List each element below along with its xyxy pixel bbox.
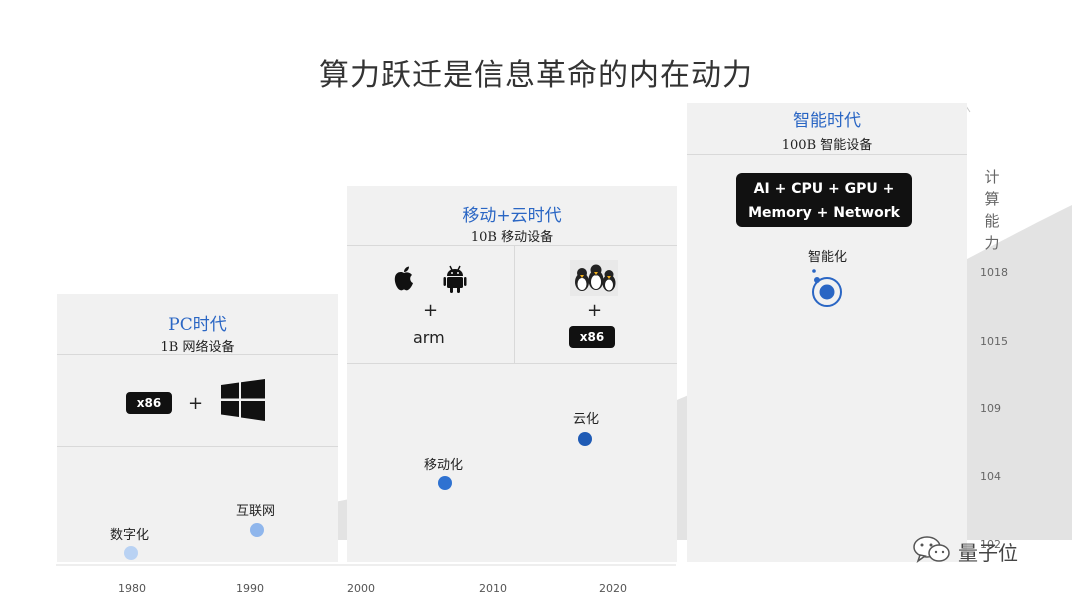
- wechat-logo-icon: [912, 534, 952, 570]
- divider: [347, 245, 677, 246]
- era-devices: 10B 移动设备: [470, 230, 554, 245]
- stage-dot-cloud: [578, 432, 592, 446]
- windows-logo-icon: [221, 379, 265, 425]
- stage-label-digitization: 数字化: [110, 528, 150, 543]
- intelligent-era-panel: 智能时代 100B 智能设备 AI + CPU + GPU + Memory +…: [687, 103, 967, 562]
- divider: [514, 245, 515, 363]
- x86-badge: x86: [569, 326, 615, 348]
- y-axis-label: 计算能力: [984, 168, 1000, 252]
- era-title: 智能时代: [793, 111, 861, 131]
- x86-badge: x86: [126, 392, 172, 414]
- y-tick: 109: [980, 402, 1001, 415]
- arm-label: arm: [413, 328, 445, 347]
- stage-dot-digitization: [124, 546, 138, 560]
- android-logo-icon: [443, 265, 467, 297]
- stage-dot-mobile: [438, 476, 452, 490]
- stage-label-cloud: 云化: [573, 412, 600, 427]
- year-label: 2020: [599, 582, 627, 595]
- stage-label-mobile: 移动化: [424, 458, 464, 473]
- intelligence-orbit-icon: [808, 268, 846, 314]
- linux-penguins-icon: [570, 260, 618, 300]
- stage-label-internet: 互联网: [236, 504, 276, 519]
- y-tick: 1015: [980, 335, 1008, 348]
- divider: [57, 446, 338, 447]
- year-label: 1990: [236, 582, 264, 595]
- divider: [57, 354, 338, 355]
- ai-cpu-gpu-memory-network-badge: AI + CPU + GPU + Memory + Network: [736, 173, 912, 227]
- divider: [347, 363, 677, 364]
- stage-label-intelligence: 智能化: [808, 250, 848, 265]
- y-tick: 104: [980, 470, 1001, 483]
- era-devices: 100B 智能设备: [781, 138, 873, 153]
- plus-sign: +: [587, 300, 603, 321]
- era-title: 移动+云时代: [462, 206, 562, 226]
- pc-era-panel: PC时代 1B 网络设备 x86 +: [57, 294, 338, 562]
- plus-sign: +: [188, 393, 204, 414]
- era-title: PC时代: [168, 315, 227, 335]
- y-tick: 1018: [980, 266, 1008, 279]
- mobile-cloud-era-panel: 移动+云时代 10B 移动设备 + arm: [347, 186, 677, 562]
- watermark-text: 量子位: [958, 541, 1018, 565]
- y-tick: 102: [980, 538, 1001, 551]
- year-label: 2000: [347, 582, 375, 595]
- apple-logo-icon: [393, 266, 415, 296]
- era-devices: 1B 网络设备: [160, 340, 235, 355]
- year-label: 2010: [479, 582, 507, 595]
- page-title: 算力跃迁是信息革命的内在动力: [319, 58, 753, 93]
- year-label: 1980: [118, 582, 146, 595]
- divider: [687, 154, 967, 155]
- stage-dot-internet: [250, 523, 264, 537]
- plus-sign: +: [423, 300, 439, 321]
